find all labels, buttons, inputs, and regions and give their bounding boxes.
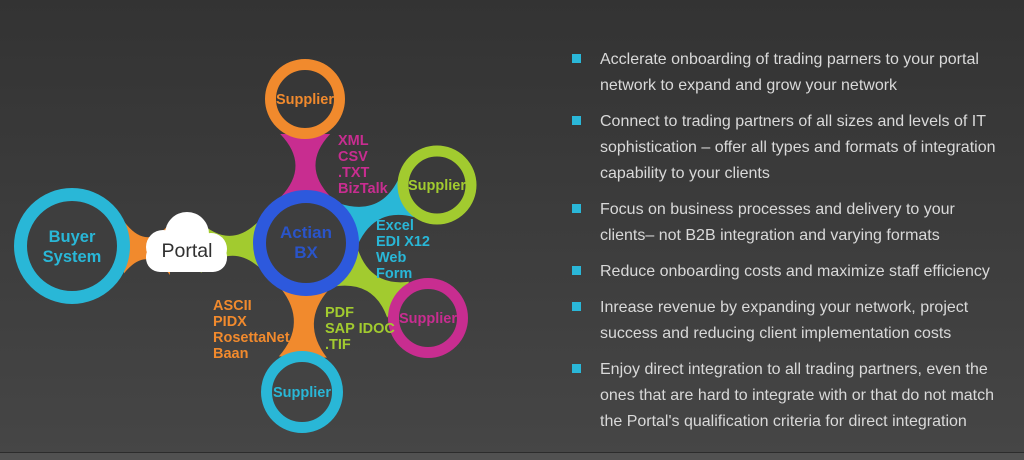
benefits-list: Acclerate onboarding of trading parners … xyxy=(568,47,1018,445)
benefit-item: Focus on business processes and delivery… xyxy=(568,197,1018,249)
portal-cloud-node xyxy=(146,212,227,272)
benefit-item: Acclerate onboarding of trading parners … xyxy=(568,47,1018,99)
supplier-label: Supplier xyxy=(408,178,466,194)
benefit-text: Inrease revenue by expanding your networ… xyxy=(600,299,969,342)
supplier-right-node xyxy=(397,145,477,225)
cloud-shape xyxy=(146,243,227,272)
network-diagram: Buyer System Actian BX Supplier Supplier… xyxy=(14,59,477,433)
hub-label: Actian BX xyxy=(280,223,332,262)
hub-label-line1: Actian xyxy=(280,223,332,242)
buyer-label-line2: System xyxy=(43,248,102,266)
format-line: Baan xyxy=(213,346,248,362)
benefit-text: Acclerate onboarding of trading parners … xyxy=(600,51,979,94)
hub-node xyxy=(253,190,359,296)
format-label-hub-bottom-left: ASCII PIDX RosettaNet Baan xyxy=(213,298,290,362)
format-line: .TXT xyxy=(338,165,370,181)
benefit-text: Reduce onboarding costs and maximize sta… xyxy=(600,263,990,280)
supplier-label: Supplier xyxy=(276,92,334,108)
benefit-item: Enjoy direct integration to all trading … xyxy=(568,357,1018,435)
format-line: Form xyxy=(376,266,412,282)
format-line: ASCII xyxy=(213,298,252,314)
benefit-item: Inrease revenue by expanding your networ… xyxy=(568,295,1018,347)
benefit-text: Enjoy direct integration to all trading … xyxy=(600,361,995,430)
supplier-top-node xyxy=(265,59,345,139)
benefit-item: Connect to trading partners of all sizes… xyxy=(568,109,1018,187)
format-line: Web xyxy=(376,250,406,266)
bullet-square-icon xyxy=(572,54,581,63)
benefit-item: Reduce onboarding costs and maximize sta… xyxy=(568,259,1018,285)
supplier-label: Supplier xyxy=(273,385,331,401)
supplier-label: Supplier xyxy=(399,311,457,327)
format-label-hub-bottom-right: PDF SAP IDOC .TIF xyxy=(325,305,395,353)
format-label-hub-right: Excel EDI X12 Web Form xyxy=(376,218,430,282)
format-line: EDI X12 xyxy=(376,234,430,250)
buyer-system-node xyxy=(14,188,130,304)
buyer-label-line1: Buyer xyxy=(49,228,96,246)
bullet-square-icon xyxy=(572,116,581,125)
connector-hub-supplier-bottom xyxy=(278,288,329,358)
format-label-hub-top: XML CSV .TXT BizTalk xyxy=(338,133,389,197)
supplier-bottom-node xyxy=(261,351,343,433)
supplier-right-label: Supplier xyxy=(408,178,466,194)
format-line: XML xyxy=(338,133,369,149)
format-line: RosettaNet xyxy=(213,330,290,346)
bullet-square-icon xyxy=(572,364,581,373)
format-line: .TIF xyxy=(325,337,351,353)
supplier-top-label: Supplier xyxy=(276,92,334,108)
format-line: PDF xyxy=(325,305,354,321)
benefit-text: Connect to trading partners of all sizes… xyxy=(600,113,996,182)
format-line: CSV xyxy=(338,149,368,165)
portal-label: Portal xyxy=(162,240,213,262)
benefit-text: Focus on business processes and delivery… xyxy=(600,201,955,244)
hub-label-line2: BX xyxy=(294,243,318,262)
buyer-system-label: Buyer System xyxy=(43,228,102,266)
bullet-square-icon xyxy=(572,266,581,275)
supplier-bottom-right-label: Supplier xyxy=(399,311,457,327)
format-line: Excel xyxy=(376,218,414,234)
footer-strip xyxy=(0,452,1024,460)
format-line: BizTalk xyxy=(338,181,389,197)
connector-hub-supplier-top xyxy=(280,134,331,197)
bullet-square-icon xyxy=(572,204,581,213)
bullet-square-icon xyxy=(572,302,581,311)
supplier-bottom-right-node xyxy=(388,278,468,358)
supplier-bottom-label: Supplier xyxy=(273,385,331,401)
format-line: SAP IDOC xyxy=(325,321,395,337)
connector-hub-supplier-right xyxy=(338,180,414,246)
format-line: PIDX xyxy=(213,314,247,330)
